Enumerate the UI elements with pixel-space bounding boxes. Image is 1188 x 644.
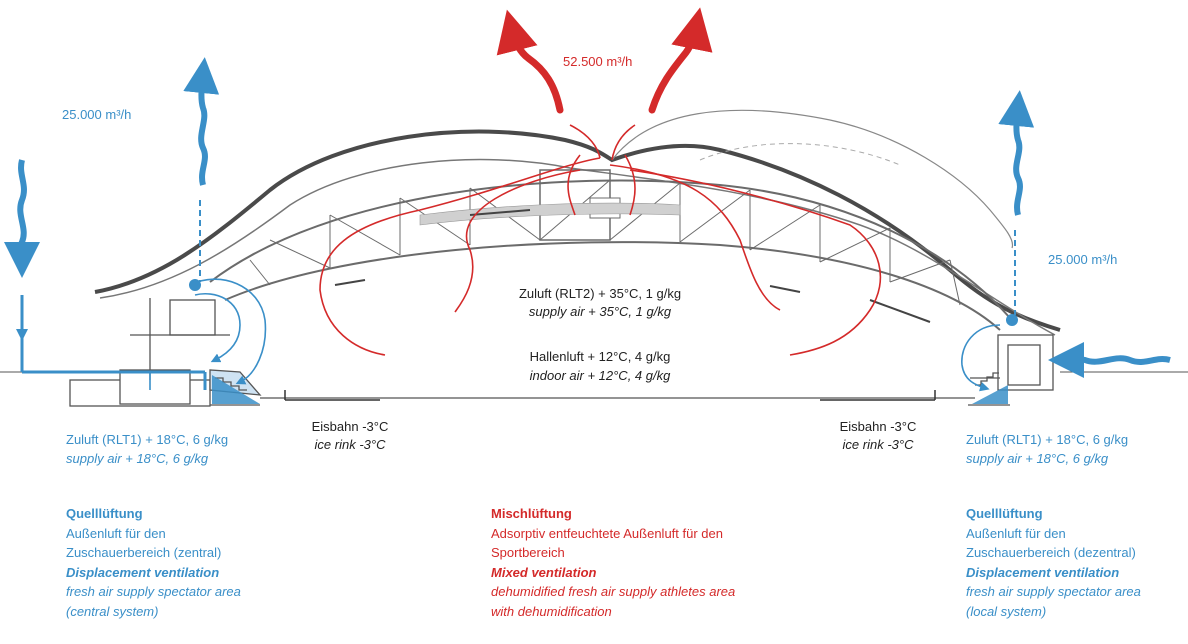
legend-left: Quelllüftung Außenluft für den Zuschauer… (66, 504, 241, 621)
hall-supply-de: Zuluft (RLT2) + 35°C, 1 g/kg (518, 286, 682, 301)
mixed-ventilation-flows (319, 124, 882, 356)
legend-center-en1: dehumidified fresh air supply athletes a… (491, 584, 736, 599)
legend-center-line1: Adsorptiv entfeuchtete Außenluft für den (491, 525, 723, 541)
supply-left-en: supply air + 18°C, 6 g/kg (66, 451, 209, 466)
supply-right-de: Zuluft (RLT1) + 18°C, 6 g/kg (966, 432, 1129, 447)
left-outlet-node (189, 279, 201, 291)
legend-left-en1: fresh air supply spectator area (66, 584, 241, 599)
legend-right-line2: Zuschauerbereich (dezentral) (966, 545, 1136, 560)
roof-hatching (419, 202, 681, 226)
rink-right-en: ice rink -3°C (842, 437, 914, 452)
hall-supply-en: supply air + 35°C, 1 g/kg (528, 304, 672, 319)
roof-shell-right (611, 109, 1014, 249)
legend-right: Quelllüftung Außenluft für den Zuschauer… (966, 504, 1141, 621)
exhaust-arrow-blue-left (183, 57, 220, 186)
roof-membrane-inner (99, 158, 1056, 336)
legend-right-line1: Außenluft für den (966, 525, 1066, 541)
ice-rink (284, 390, 936, 401)
supply-left-de: Zuluft (RLT1) + 18°C, 6 g/kg (66, 432, 229, 447)
exhaust-arrow-left (496, 9, 564, 114)
right-stands-supply-zone (972, 385, 1008, 404)
left-stands-supply-zone (212, 375, 260, 404)
legend-center-en2: with dehumidification (491, 603, 612, 619)
legend-left-line1: Außenluft für den (66, 525, 166, 541)
legend-right-en1: fresh air supply spectator area (966, 584, 1141, 599)
exhaust-right-flow: 25.000 m³/h (1048, 252, 1118, 267)
intake-arrow-left (3, 159, 40, 278)
right-outlet-node (1006, 314, 1018, 326)
rink-right-de: Eisbahn -3°C (839, 419, 917, 434)
roof-shell-right-dashed (699, 143, 901, 166)
legend-right-en2: (local system) (966, 603, 1047, 619)
displacement-flows-left (149, 200, 267, 390)
legend-right-title-en: Displacement ventilation (966, 564, 1120, 580)
displacement-flows-right (961, 230, 1016, 392)
legend-left-title-en: Displacement ventilation (66, 564, 220, 580)
legend-left-title: Quelllüftung (66, 506, 143, 521)
left-stands (69, 298, 262, 407)
exhaust-center-flow: 52.500 m³/h (563, 54, 633, 69)
legend-center-title-en: Mixed ventilation (491, 564, 597, 580)
rink-left-en: ice rink -3°C (314, 437, 386, 452)
legend-left-en2: (central system) (66, 603, 159, 619)
supply-right-en: supply air + 18°C, 6 g/kg (966, 451, 1109, 466)
legend-left-line2: Zuschauerbereich (zentral) (66, 545, 222, 560)
exhaust-arrow-blue-right (998, 90, 1035, 216)
legend-center: Mischlüftung Adsorptiv entfeuchtete Auße… (491, 504, 735, 621)
exhaust-arrow-right (648, 7, 713, 114)
intake-arrow-right (1048, 341, 1171, 378)
legend-center-line2: Sportbereich (491, 545, 565, 560)
right-stands (968, 334, 1054, 406)
exhaust-left-flow: 25.000 m³/h (62, 107, 132, 122)
rink-left-de: Eisbahn -3°C (311, 419, 389, 434)
hall-duct-outlets (334, 209, 931, 323)
hall-indoor-de: Hallenluft + 12°C, 4 g/kg (529, 349, 671, 364)
hall-indoor-en: indoor air + 12°C, 4 g/kg (529, 368, 671, 383)
legend-center-title: Mischlüftung (491, 506, 572, 521)
legend-right-title: Quelllüftung (966, 506, 1043, 521)
